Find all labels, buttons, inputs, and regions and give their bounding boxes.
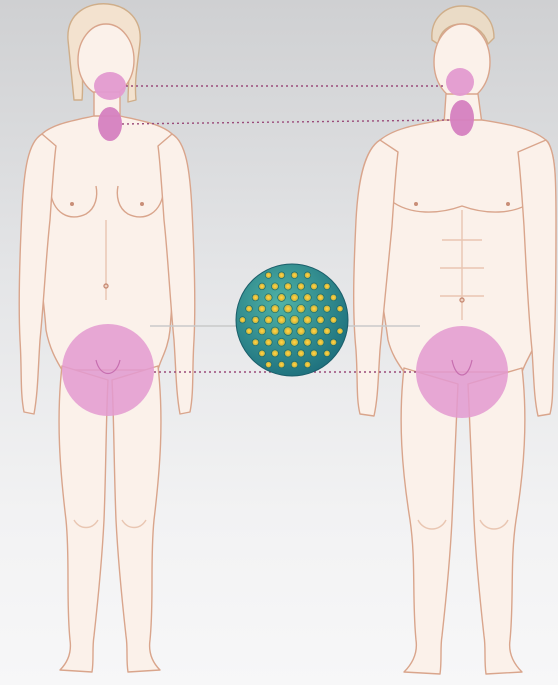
male-throat-highlight (450, 100, 474, 136)
virus-capsomere (291, 338, 299, 346)
virus-capsomere (310, 327, 318, 335)
virus-capsomere (310, 305, 318, 313)
virus-capsomere (284, 283, 291, 290)
virus-capsomere (304, 272, 310, 278)
virus-capsomere (258, 305, 265, 312)
virus-capsomere (317, 316, 325, 324)
virus-capsomere (265, 361, 271, 367)
virus-capsomere (278, 361, 285, 368)
virus-capsomere (290, 315, 299, 324)
virus-capsomere (277, 316, 286, 325)
virus-capsomere (317, 294, 324, 301)
virus-capsomere (265, 294, 272, 301)
virus-capsomere (271, 350, 278, 357)
virus-capsomere (303, 316, 311, 324)
virus-capsomere (304, 338, 312, 346)
connector-throat (122, 120, 450, 124)
virus-capsomere (284, 304, 293, 313)
virus-capsomere (297, 327, 305, 335)
virus-capsomere (317, 339, 324, 346)
virus-capsomere (297, 305, 305, 313)
virus-particle-icon (236, 264, 348, 376)
virus-capsomere (265, 339, 272, 346)
virus-capsomere (252, 339, 259, 346)
virus-capsomere (337, 328, 343, 334)
virus-capsomere (252, 316, 259, 323)
virus-capsomere (337, 306, 343, 312)
virus-capsomere (323, 305, 330, 312)
virus-capsomere (330, 316, 337, 323)
virus-capsomere (271, 305, 279, 313)
virus-capsomere (297, 283, 304, 290)
male-genital-highlight (416, 326, 508, 418)
virus-capsomere (259, 283, 266, 290)
female-throat-highlight (98, 107, 122, 141)
virus-capsomere (311, 283, 318, 290)
virus-capsomere (297, 350, 304, 357)
virus-capsomere (265, 316, 273, 324)
virus-capsomere (284, 327, 293, 336)
virus-capsomere (278, 294, 286, 302)
virus-capsomere (324, 350, 330, 356)
virus-capsomere (323, 328, 330, 335)
virus-capsomere (246, 305, 253, 312)
virus-capsomere (271, 327, 279, 335)
virus-capsomere (291, 361, 298, 368)
virus-capsomere (311, 350, 318, 357)
virus-capsomere (291, 294, 299, 302)
virus-capsomere (284, 350, 291, 357)
virus-capsomere (239, 317, 245, 323)
male-mouth-highlight (446, 68, 474, 96)
virus-capsomere (278, 272, 285, 279)
virus-capsomere (291, 272, 298, 279)
virus-capsomere (278, 338, 286, 346)
female-mouth-highlight (94, 72, 126, 100)
female-genital-highlight (62, 324, 154, 416)
virus-capsomere (304, 361, 310, 367)
virus-capsomere (246, 328, 253, 335)
virus-capsomere (265, 272, 271, 278)
virus-capsomere (304, 294, 312, 302)
virus-capsomere (330, 294, 336, 300)
virus-capsomere (271, 283, 278, 290)
virus-capsomere (252, 294, 259, 301)
virus-capsomere (259, 350, 266, 357)
virus-capsomere (324, 283, 330, 289)
virus-capsomere (258, 327, 265, 334)
virus-capsomere (330, 339, 337, 346)
